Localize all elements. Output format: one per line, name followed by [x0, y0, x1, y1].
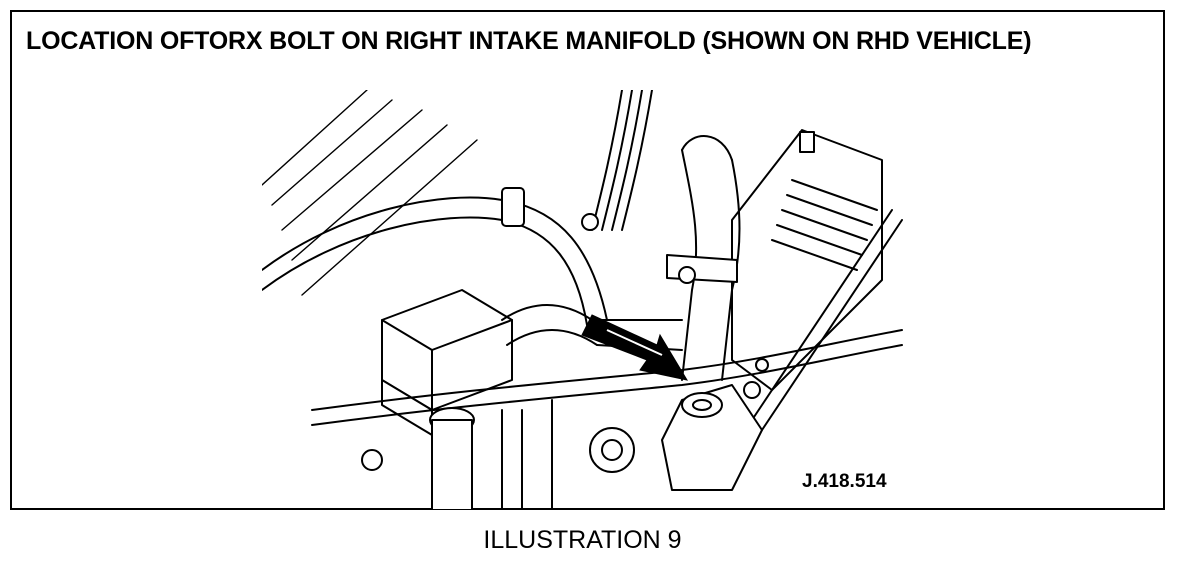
cylinder-head-cover: [731, 129, 883, 391]
intake-hose: [666, 135, 741, 381]
torx-bolt: [661, 384, 763, 491]
illustration-title: LOCATION OFTORX BOLT ON RIGHT INTAKE MAN…: [26, 27, 1032, 55]
pointer-arrow: [581, 314, 689, 381]
coolant-pipe: [262, 187, 608, 326]
reference-code: J.418.514: [802, 471, 887, 492]
lower-components: [361, 358, 769, 510]
illustration-caption: ILLUSTRATION 9: [483, 526, 682, 554]
engine-bay-drawing: [262, 90, 903, 510]
illustration-frame: LOCATION OFTORX BOLT ON RIGHT INTAKE MAN…: [10, 10, 1165, 510]
bonnet-edge-lines: [262, 90, 478, 296]
wiring-harness: [581, 90, 653, 231]
